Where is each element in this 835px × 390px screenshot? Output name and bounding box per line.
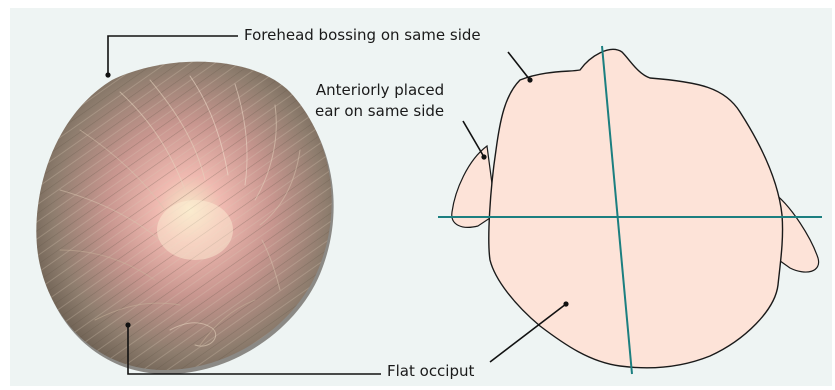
head-photo: [36, 62, 333, 374]
ear-leader: [463, 121, 484, 157]
anterior-ear-label: Anteriorly placed ear on same side: [312, 80, 447, 122]
anterior-ear-label-line2: ear on same side: [315, 101, 444, 122]
occiput-schematic-dot: [563, 301, 568, 306]
head-outline: [489, 49, 783, 367]
occiput-photo-dot: [125, 322, 130, 327]
flat-occiput-label: Flat occiput: [384, 362, 477, 381]
anterior-ear-label-line1: Anteriorly placed: [315, 80, 444, 101]
ear-dot: [481, 154, 486, 159]
forehead-schematic-leader: [508, 52, 530, 80]
crown-highlight: [157, 200, 233, 260]
forehead-bossing-label: Forehead bossing on same side: [241, 26, 484, 45]
head-schematic: [438, 46, 822, 374]
forehead-schematic-dot: [527, 77, 532, 82]
forehead-photo-dot: [105, 72, 110, 77]
